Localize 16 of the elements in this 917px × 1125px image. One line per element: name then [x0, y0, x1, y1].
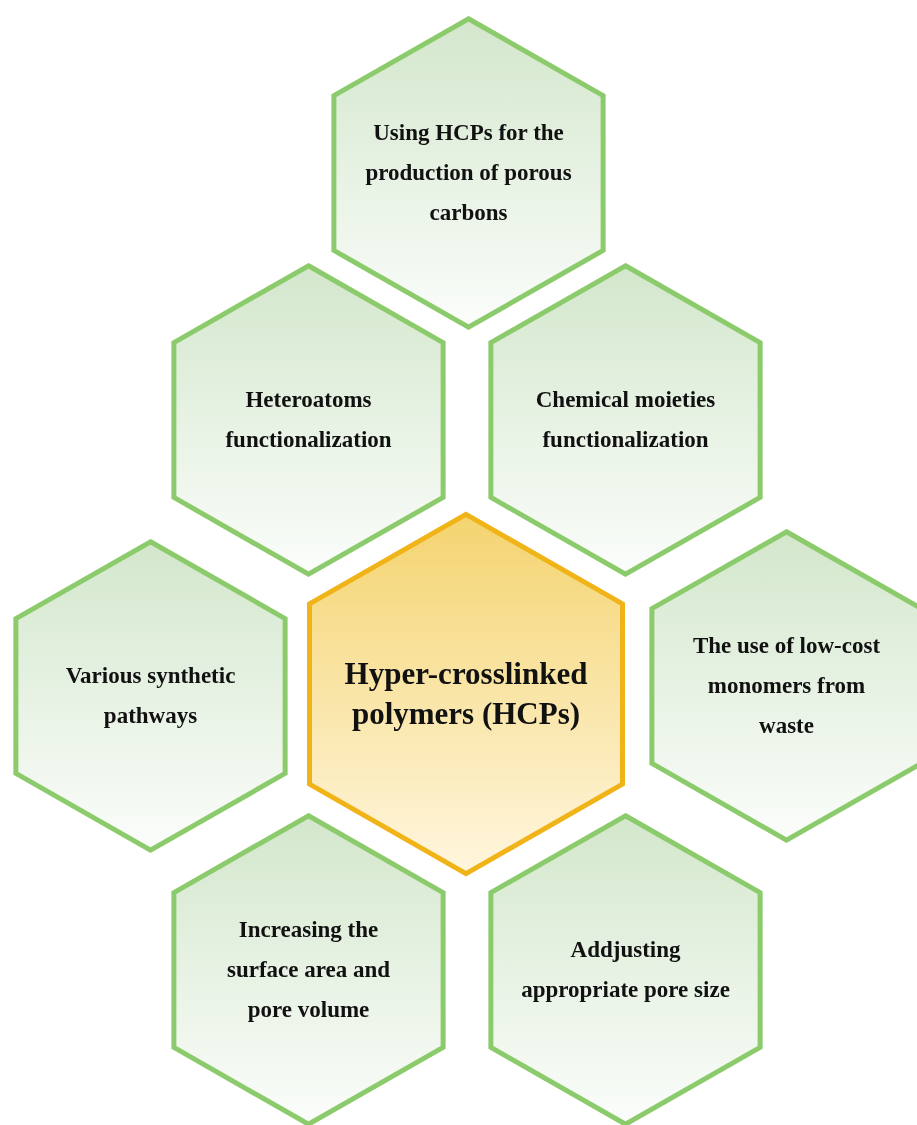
hexagon-tile [648, 528, 917, 844]
tile-text: The use of low-cost monomers from waste [691, 632, 882, 740]
tile-text: Various synthetic pathways [64, 662, 237, 730]
hexagon-tile [170, 812, 447, 1125]
hexagon-tile [487, 812, 764, 1125]
central-hexagon [305, 510, 627, 878]
tile-text: Increasing the surface area and pore volume [225, 916, 392, 1024]
hexagon-tile [330, 15, 607, 331]
central-title: Hyper-crosslinked polymers (HCPs) [343, 655, 589, 733]
hexagon-tile [170, 262, 447, 578]
hexagon-tile [12, 538, 289, 854]
tile-text: Addjusting appropriate pore size [520, 936, 731, 1004]
hexagon-tile [487, 262, 764, 578]
tile-text: Chemical moieties functionalization [534, 386, 717, 454]
tile-text: Heteroatoms functionalization [224, 386, 393, 454]
tile-text: Using HCPs for the production of porous carbons [364, 119, 573, 227]
